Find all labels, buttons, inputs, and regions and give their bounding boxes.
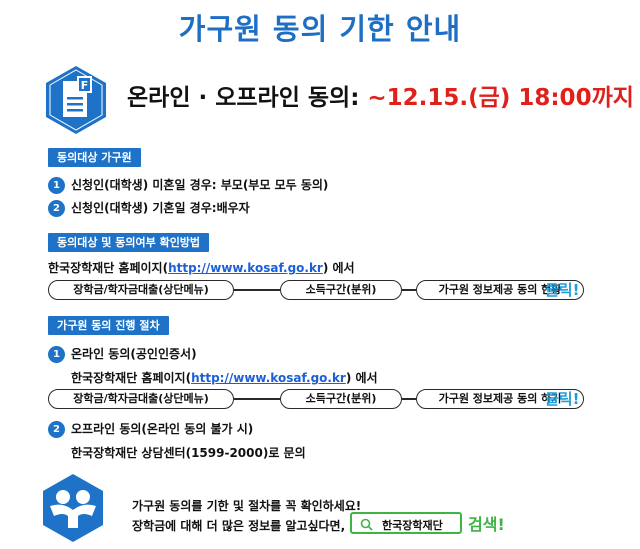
menu-step-scholarship[interactable]: 장학금/학자금대출(상단메뉴): [48, 280, 234, 300]
document-icon: F: [46, 66, 106, 134]
list-item-text: 온라인 동의(공인인증서): [71, 347, 197, 361]
click-label: 클릭!: [545, 390, 580, 408]
menu-path-flow: 장학금/학자금대출(상단메뉴) 소득구간(분위) 가구원 정보제공 동의 현황: [48, 280, 584, 300]
footer-reminder: 가구원 동의를 기한 및 절차를 꼭 확인하세요!: [132, 499, 362, 513]
homepage-prefix: 한국장학재단 홈페이지(: [71, 371, 192, 385]
homepage-suffix: ) 에서: [345, 371, 378, 385]
menu-step-consent-status[interactable]: 가구원 정보제공 동의 현황: [416, 280, 584, 300]
list-item: 2 신청인(대학생) 기혼일 경우:배우자: [48, 199, 250, 217]
footer-more-info: 장학금에 대해 더 많은 정보를 알고싶다면,: [132, 519, 346, 533]
homepage-suffix: ) 에서: [322, 261, 355, 275]
click-label: 클릭!: [545, 281, 580, 299]
homepage-line: 한국장학재단 홈페이지(http://www.kosaf.go.kr) 에서: [48, 259, 355, 276]
number-badge: 1: [48, 346, 65, 363]
connector: [234, 289, 280, 291]
deadline-notice: 온라인 · 오프라인 동의: ~12.15.(금) 18:00까지: [127, 78, 634, 112]
section-heading-targets: 동의대상 가구원: [48, 148, 141, 167]
search-query: 한국장학재단: [382, 519, 443, 532]
connector: [402, 289, 416, 291]
list-item: 2 오프라인 동의(온라인 동의 불가 시): [48, 420, 253, 438]
list-item-text: 오프라인 동의(온라인 동의 불가 시): [71, 422, 254, 436]
menu-step-scholarship[interactable]: 장학금/학자금대출(상단메뉴): [48, 389, 234, 409]
menu-step-give-consent[interactable]: 가구원 정보제공 동의 하기: [416, 389, 584, 409]
list-item: 1 신청인(대학생) 미혼일 경우: 부모(부모 모두 동의): [48, 176, 328, 194]
number-badge: 2: [48, 200, 65, 217]
number-badge: 2: [48, 421, 65, 438]
list-item: 1 온라인 동의(공인인증서): [48, 345, 197, 363]
menu-path-flow: 장학금/학자금대출(상단메뉴) 소득구간(분위) 가구원 정보제공 동의 하기: [48, 389, 584, 409]
magnifier-icon: [360, 518, 373, 531]
search-button[interactable]: 검색!: [468, 515, 505, 534]
homepage-link[interactable]: http://www.kosaf.go.kr: [168, 261, 323, 275]
menu-step-income-bracket[interactable]: 소득구간(분위): [280, 389, 402, 409]
counseling-center: 한국장학재단 상담센터(1599-2000)로 문의: [71, 446, 306, 460]
homepage-line: 한국장학재단 홈페이지(http://www.kosaf.go.kr) 에서: [71, 369, 378, 386]
list-item-text: 신청인(대학생) 미혼일 경우: 부모(부모 모두 동의): [71, 178, 329, 192]
search-box[interactable]: 한국장학재단: [350, 512, 462, 534]
connector: [402, 398, 416, 400]
section-heading-check-method: 동의대상 및 동의여부 확인방법: [48, 233, 210, 252]
people-icon: [43, 474, 103, 542]
svg-text:F: F: [81, 79, 89, 92]
connector: [234, 398, 280, 400]
deadline-date: ~12.15.(금) 18:00까지: [367, 85, 634, 111]
homepage-link[interactable]: http://www.kosaf.go.kr: [191, 371, 346, 385]
section-heading-procedure: 가구원 동의 진행 절차: [48, 316, 169, 335]
list-item-text: 신청인(대학생) 기혼일 경우:배우자: [71, 201, 250, 215]
page-title: 가구원 동의 기한 안내: [178, 12, 462, 46]
deadline-lead: 온라인 · 오프라인 동의:: [127, 85, 368, 111]
menu-step-income-bracket[interactable]: 소득구간(분위): [280, 280, 402, 300]
homepage-prefix: 한국장학재단 홈페이지(: [48, 261, 169, 275]
number-badge: 1: [48, 177, 65, 194]
